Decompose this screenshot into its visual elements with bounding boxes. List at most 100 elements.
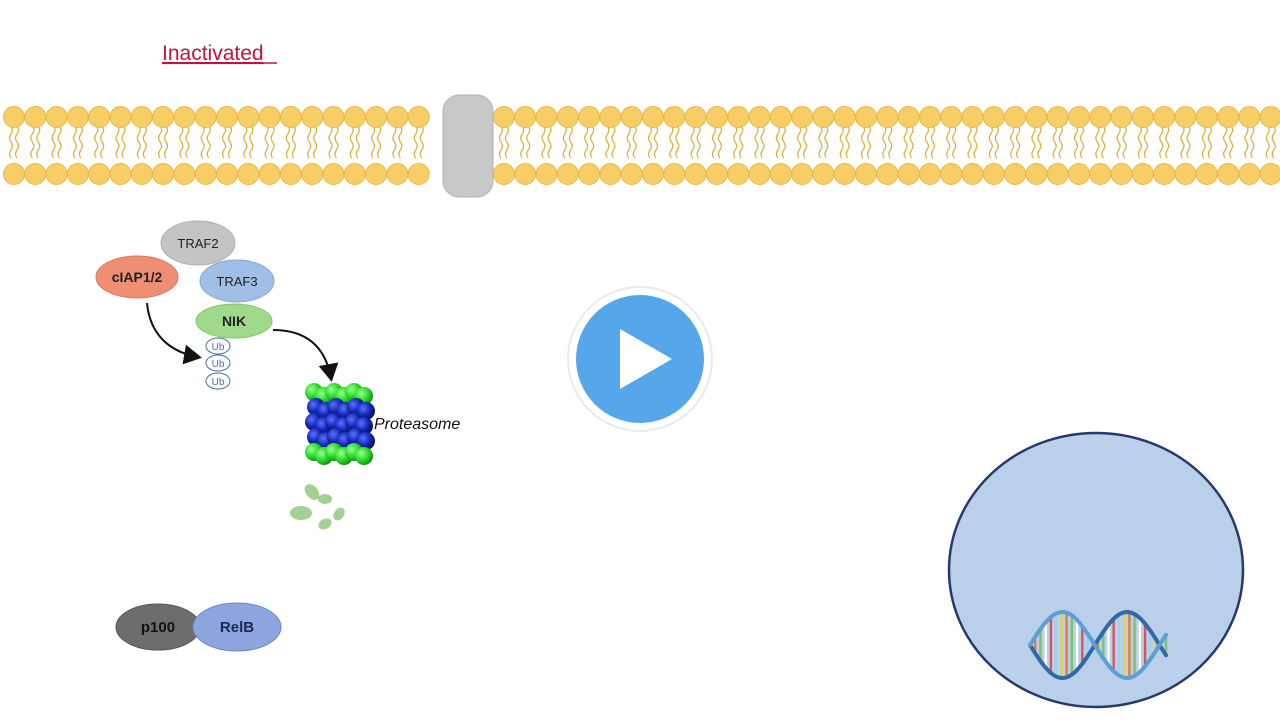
- lipid-tail: [1101, 125, 1106, 159]
- lipid-head: [322, 163, 345, 185]
- lipid-head: [1110, 163, 1133, 185]
- lipid-tail: [349, 125, 354, 159]
- lipid-head: [1259, 106, 1280, 128]
- lipid-tail: [647, 125, 653, 159]
- lipid-head: [1238, 106, 1261, 128]
- lipid-head: [1238, 163, 1261, 185]
- lipid-head: [663, 106, 686, 128]
- lipid-head: [365, 163, 388, 185]
- lipid-tail: [1122, 125, 1127, 159]
- lipid-heads: [3, 106, 1280, 185]
- lipid-tail: [1052, 125, 1057, 159]
- fragment: [304, 484, 320, 500]
- nik-protein: NIK: [195, 303, 273, 339]
- lipid-head: [961, 163, 984, 185]
- lipid-head: [918, 106, 941, 128]
- lipid-tail: [227, 125, 233, 159]
- lipid-tail: [888, 125, 893, 159]
- lipid-head: [1217, 106, 1240, 128]
- lipid-head: [386, 106, 409, 128]
- lipid-head: [237, 163, 260, 185]
- lipid-head: [684, 163, 707, 185]
- lipid-tail: [100, 125, 105, 159]
- lipid-head: [407, 106, 430, 128]
- lipid-tail: [57, 125, 62, 159]
- p100-label: p100: [141, 619, 175, 636]
- ubiquitin-1: Ub: [205, 337, 231, 355]
- lipid-head: [1131, 106, 1154, 128]
- lipid-head: [535, 163, 558, 185]
- lipid-head: [1153, 163, 1176, 185]
- lipid-head: [940, 106, 963, 128]
- lipid-head: [663, 163, 686, 185]
- lipid-head: [152, 106, 175, 128]
- lipid-tail: [845, 125, 850, 159]
- lipid-head: [812, 163, 835, 185]
- lipid-tail: [1165, 125, 1170, 159]
- lipid-tail: [860, 125, 866, 159]
- lipid-head: [918, 163, 941, 185]
- lipid-tail: [882, 125, 887, 159]
- lipid-tail: [562, 125, 567, 159]
- lipid-tail: [626, 125, 631, 159]
- lipid-tail: [1079, 125, 1085, 159]
- lipid-head: [1195, 106, 1218, 128]
- lipid-head: [1217, 163, 1240, 185]
- dna-helix-icon: [1028, 609, 1168, 681]
- lipid-tail: [568, 125, 573, 159]
- lipid-tail: [136, 125, 141, 159]
- lipid-tail: [988, 125, 993, 159]
- ub-label-2: Ub: [212, 359, 225, 370]
- lipid-tails: [8, 125, 1276, 159]
- lipid-head: [3, 163, 25, 185]
- lipid-tail: [206, 125, 211, 159]
- lipid-tail: [584, 125, 589, 159]
- lipid-head: [88, 163, 111, 185]
- lipid-tail: [1095, 125, 1100, 159]
- lipid-head: [1174, 163, 1197, 185]
- lipid-tail: [94, 125, 99, 159]
- lipid-tail: [930, 125, 935, 159]
- lipid-tail: [611, 125, 616, 159]
- lipid-tail: [711, 125, 716, 159]
- lipid-head: [216, 106, 238, 128]
- lipid-head: [535, 106, 558, 128]
- lipid-tail: [334, 125, 339, 159]
- lipid-head: [1089, 106, 1112, 128]
- lipid-head: [1025, 106, 1048, 128]
- lipid-head: [556, 106, 579, 128]
- lipid-tail: [946, 125, 951, 159]
- lipid-head: [301, 163, 324, 185]
- lipid-tail: [413, 125, 418, 159]
- lipid-head: [705, 163, 728, 185]
- lipid-head: [897, 163, 920, 185]
- lipid-tail: [1159, 125, 1164, 159]
- proteasome-subunit: [357, 402, 375, 420]
- lipid-tail: [1223, 125, 1228, 159]
- lipid-tail: [51, 125, 56, 159]
- lipid-head: [684, 106, 707, 128]
- lipid-tail: [973, 125, 978, 159]
- lipid-head: [365, 106, 388, 128]
- lipid-tail: [164, 125, 169, 159]
- lipid-head: [642, 163, 664, 185]
- lipid-tail: [185, 125, 190, 159]
- fragment: [318, 494, 332, 504]
- traf2-protein: TRAF2: [160, 220, 236, 266]
- lipid-head: [514, 106, 537, 128]
- lipid-head: [24, 106, 47, 128]
- lipid-tail: [866, 125, 872, 159]
- lipid-head: [1110, 106, 1133, 128]
- play-button[interactable]: [567, 286, 713, 432]
- lipid-tail: [839, 125, 844, 159]
- lipid-tail: [1250, 125, 1255, 159]
- lipid-tail: [824, 125, 829, 159]
- lipid-tail: [285, 125, 290, 159]
- lipid-head: [1004, 106, 1027, 128]
- proteasome-label: Proteasome: [374, 416, 460, 433]
- lipid-head: [45, 106, 68, 128]
- lipid-head: [578, 106, 601, 128]
- lipid-tail: [291, 125, 296, 159]
- lipid-head: [301, 106, 324, 128]
- ub-label-3: Ub: [212, 377, 225, 388]
